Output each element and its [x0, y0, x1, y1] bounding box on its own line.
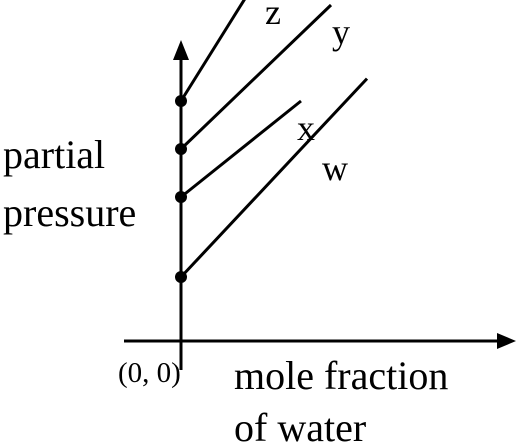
- x-axis-arrowhead: [497, 333, 516, 349]
- series-label-w: w: [322, 148, 348, 188]
- series-label-x: x: [297, 108, 315, 148]
- x-axis-label-line-2: of water: [234, 405, 366, 447]
- series-label-y: y: [332, 12, 350, 52]
- series-line-x: [180, 99, 302, 199]
- origin-label: (0, 0): [118, 357, 181, 389]
- series-line-z: [179, 0, 246, 102]
- y-axis-label-line-2: pressure: [3, 190, 136, 235]
- series-line-w: [179, 77, 369, 279]
- y-axis-label-line-1: partial: [3, 132, 105, 177]
- series-line-y: [179, 3, 333, 151]
- y-axis-arrowhead: [173, 40, 189, 60]
- x-axis-label-line-1: mole fraction: [234, 353, 448, 398]
- intercept-dot-w: [175, 271, 187, 283]
- intercept-dot-z: [175, 95, 187, 107]
- intercept-dot-x: [175, 191, 187, 203]
- series-label-z: z: [265, 0, 281, 32]
- intercept-dot-y: [175, 143, 187, 155]
